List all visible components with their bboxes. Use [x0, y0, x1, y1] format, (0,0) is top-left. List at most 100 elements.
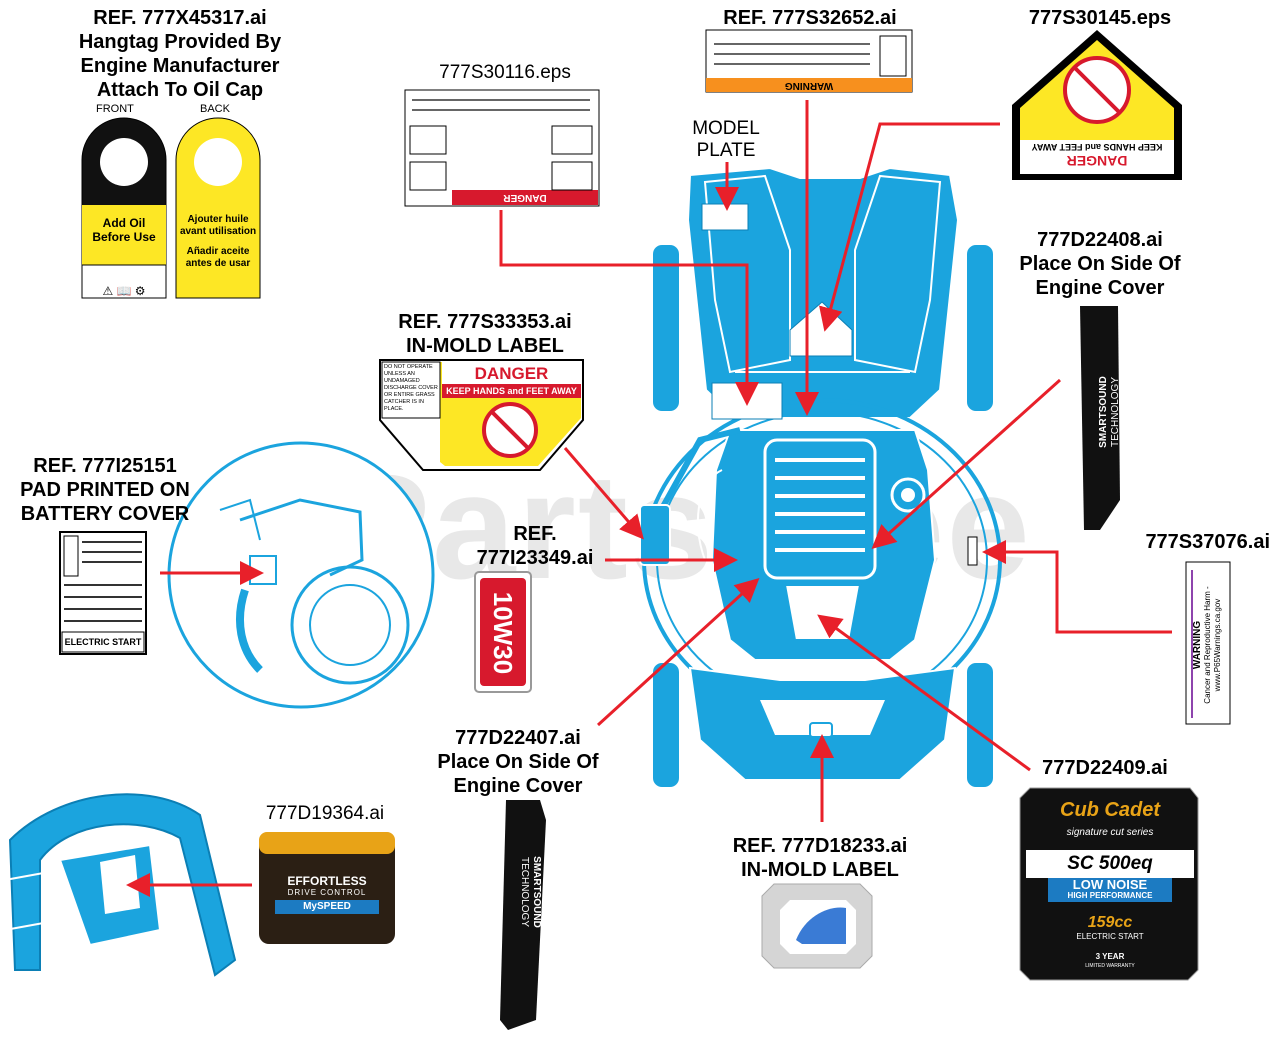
ref-23349-caption: REF. 777I23349.ai: [460, 522, 610, 570]
ref-22408-l1: 777D22408.ai: [1037, 229, 1163, 251]
side-1: DO NOT OPERATE: [384, 364, 433, 370]
side-6: CATCHER IS IN: [384, 399, 424, 405]
ref-23349-l1: REF.: [513, 523, 557, 545]
ref-19364-caption: 777D19364.ai: [265, 803, 385, 824]
cubcadet-es: ELECTRIC START: [1076, 932, 1144, 941]
back-text-1: Ajouter huile: [187, 214, 249, 225]
danger-33353-word: DANGER: [474, 364, 549, 383]
prop65-w3: www.P65Warnings.ca.gov: [1213, 598, 1222, 692]
ref-37076-caption: 777S37076.ai: [1145, 531, 1270, 553]
electric-start-label: ELECTRIC START: [64, 637, 142, 647]
danger-33353-sub: KEEP HANDS and FEET AWAY: [446, 386, 577, 396]
ref-22407-l2: Place On Side Of: [437, 751, 599, 773]
danger-decal-30116: [404, 89, 600, 207]
hangtag-front-label: FRONT: [96, 103, 134, 115]
cubcadet-high-perf: HIGH PERFORMANCE: [1067, 891, 1153, 900]
myspeed-decal-19364: [259, 832, 395, 944]
ref-22408-l3: Engine Cover: [1035, 277, 1165, 299]
hangtag-back: [175, 117, 261, 299]
model-plate-l2: PLATE: [696, 140, 756, 161]
ref-33353-l1: REF. 777S33353.ai: [398, 311, 572, 333]
back-text-4: antes de usar: [185, 258, 251, 269]
front-text-2: Before Use: [92, 230, 156, 244]
cubcadet-cc: 159cc: [1087, 914, 1133, 931]
ref-30116-caption: 777S30116.eps: [439, 62, 571, 83]
myspeed-t3: MySPEED: [303, 901, 351, 912]
hangtag-line2: Hangtag Provided By: [78, 31, 282, 53]
hangtag-ref: REF. 777X45317.ai: [93, 7, 267, 29]
smartsound-decal-22408: [1080, 306, 1120, 530]
warning-32652-text: WARNING: [784, 80, 834, 91]
ref-30145-caption: 777S30145.eps: [1028, 7, 1172, 29]
model-plate-l1: MODEL: [692, 118, 760, 139]
ref-22407-l3: Engine Cover: [453, 775, 583, 797]
handle-detail: [4, 793, 237, 977]
model-plate-caption: MODEL PLATE: [680, 118, 772, 162]
back-text-2: avant utilisation: [179, 226, 257, 237]
hangtag-line3: Engine Manufacturer: [80, 55, 280, 77]
warning-decal-32652: [705, 29, 913, 93]
smartsound-22407-text: SMARTSOUND TECHNOLOGY: [518, 822, 542, 962]
hangtag-front-text: Add Oil Before Use: [84, 216, 164, 244]
danger-30145-text: DANGER KEEP HANDS and FEET AWAY: [1020, 140, 1174, 169]
oil-decal-23349: [474, 571, 532, 693]
ref-25151-l1: REF. 777I25151: [33, 455, 177, 477]
ref-18233-caption: REF. 777D18233.ai IN-MOLD LABEL: [720, 834, 920, 882]
cubcadet-decal-22409: [1019, 787, 1199, 981]
danger-30145-sub: KEEP HANDS and FEET AWAY: [1031, 142, 1163, 152]
ref-32652-caption: REF. 777S32652.ai: [723, 7, 897, 29]
hangtag-back-text: Ajouter huile avant utilisation Añadir a…: [178, 214, 258, 270]
ref-22408-l2: Place On Side Of: [1019, 253, 1181, 275]
ss1-l2: TECHNOLOGY: [1110, 377, 1121, 448]
danger-33353-side: DO NOT OPERATE UNLESS AN UNDAMAGED DISCH…: [384, 364, 440, 413]
side-2: UNLESS AN: [384, 371, 415, 377]
ref-18233-l1: REF. 777D18233.ai: [732, 835, 908, 857]
cubcadet-warranty: LIMITED WARRANTY: [1085, 963, 1135, 969]
smartsound-22408-text: SMARTSOUND TECHNOLOGY: [1098, 342, 1122, 482]
ref-22407-l1: 777D22407.ai: [455, 727, 581, 749]
ref-25151-l3: BATTERY COVER: [20, 503, 190, 525]
cubcadet-model: SC 500eq: [1067, 853, 1153, 874]
danger-30116-text: DANGER: [503, 192, 547, 203]
hangtag-line4: Attach To Oil Cap: [96, 79, 264, 101]
hangtag-back-label: BACK: [200, 103, 230, 115]
smartsound-decal-22407: [500, 800, 546, 1030]
ref-23349-l2: 777I23349.ai: [476, 547, 594, 569]
side-5: OR ENTIRE GRASS: [384, 392, 435, 398]
battery-cover-detail: [167, 441, 435, 709]
cubcadet-series: signature cut series: [1066, 827, 1154, 838]
callout-arrows: [126, 100, 1172, 897]
cubcadet-low-noise: LOW NOISE: [1072, 877, 1148, 892]
ss2-l1: SMARTSOUND: [531, 856, 542, 928]
prop65-text: WARNING Cancer and Reproductive Harm - w…: [1192, 565, 1223, 725]
side-7: PLACE.: [384, 406, 404, 412]
danger-decal-30145: [1012, 30, 1182, 180]
ref-22408-caption: 777D22408.ai Place On Side Of Engine Cov…: [1000, 228, 1200, 300]
myspeed-t2: DRIVE CONTROL: [287, 888, 367, 897]
hangtag-caption: REF. 777X45317.ai Hangtag Provided By En…: [55, 6, 305, 102]
front-text-1: Add Oil: [102, 216, 146, 230]
ss1-l1: SMARTSOUND: [1098, 376, 1109, 448]
ref-33353-caption: REF. 777S33353.ai IN-MOLD LABEL: [380, 310, 590, 358]
danger-30145-word: DANGER: [1066, 153, 1128, 169]
prop65-w1: WARNING: [1192, 620, 1203, 670]
ref-18233-l2: IN-MOLD LABEL: [741, 859, 899, 881]
danger-decal-33353: [379, 359, 584, 471]
myspeed-t1: EFFORTLESS: [287, 874, 367, 888]
prop65-w2: Cancer and Reproductive Harm -: [1203, 586, 1212, 704]
inmold-logo-18233: [761, 883, 873, 969]
ref-33353-l2: IN-MOLD LABEL: [406, 335, 564, 357]
svg-text:⚠ 📖 ⚙: ⚠ 📖 ⚙: [102, 284, 145, 298]
hangtag-front: ⚠ 📖 ⚙: [81, 117, 167, 299]
back-text-3: Añadir aceite: [186, 246, 250, 257]
side-3: UNDAMAGED: [384, 378, 420, 384]
oil-10w30-text: 10W30: [488, 591, 518, 675]
mower-illustration: [639, 166, 1002, 789]
battery-decal-25151: [59, 531, 147, 655]
side-4: DISCHARGE COVER: [384, 385, 438, 391]
ref-25151-l2: PAD PRINTED ON: [20, 479, 190, 501]
cubcadet-brand: Cub Cadet: [1060, 799, 1160, 821]
cubcadet-year: 3 YEAR: [1095, 952, 1125, 961]
ref-25151-caption: REF. 777I25151 PAD PRINTED ON BATTERY CO…: [5, 454, 205, 526]
